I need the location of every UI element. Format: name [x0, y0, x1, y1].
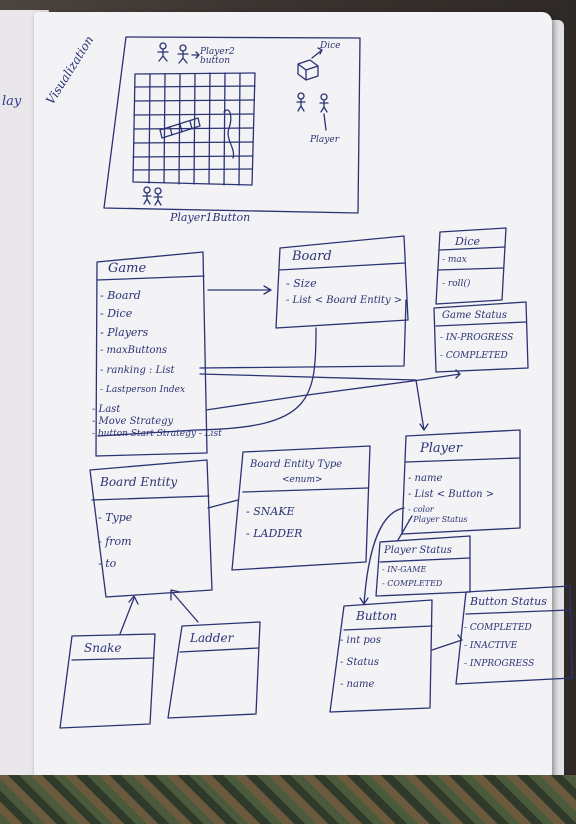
game-field: - Lastperson Index: [100, 385, 186, 395]
snake-title: Snake: [84, 641, 122, 655]
dice-pointer: [311, 47, 323, 59]
fabric-background: [0, 775, 576, 824]
dice-field: - roll(): [442, 279, 471, 289]
button-status-box: [455, 585, 573, 685]
ladder-sketch: [159, 117, 201, 139]
player2-pointer: [191, 51, 200, 59]
button-box: [329, 599, 433, 713]
board-entity-type-box: [231, 445, 371, 571]
visualization-frame: [103, 36, 361, 214]
ladder-title: Ladder: [190, 631, 234, 645]
game-field: - Board: [100, 289, 141, 302]
player-status-title: Player Status: [384, 545, 452, 556]
dice-link: [199, 299, 407, 369]
game-field: - button Start Strategy - List: [92, 429, 222, 439]
previous-page-text: lay: [2, 94, 22, 109]
game-status-title: Game Status: [442, 310, 507, 321]
button-title: Button: [356, 609, 398, 623]
ladder-inherits-arrow: [170, 589, 199, 623]
game-box: [95, 251, 208, 457]
player2-button-label: Player2 button: [200, 47, 235, 66]
ladder-box: [167, 621, 261, 719]
dice-title: Dice: [455, 235, 481, 248]
player-link: [199, 373, 429, 431]
game-field: - maxButtons: [100, 345, 168, 356]
dice-box: [435, 227, 507, 305]
board-entity-type-title: Board Entity Type: [250, 459, 343, 470]
game-title: Game: [108, 261, 147, 276]
button-status-field: - INACTIVE: [464, 641, 518, 651]
board-entity-link: [97, 327, 317, 437]
dice-field: - max: [442, 255, 467, 265]
board-entity-field: - from: [98, 535, 132, 548]
player-field: - name: [408, 473, 443, 484]
button-field: - Status: [340, 657, 379, 668]
player-title: Player: [420, 441, 462, 456]
dice-sketch: [297, 59, 319, 81]
player-box: [401, 429, 521, 535]
snake-inherits-arrow: [119, 595, 139, 635]
button-status-field: - INPROGRESS: [464, 659, 535, 669]
game-field: - ranking : List: [100, 365, 175, 376]
game-field: - Dice: [100, 307, 133, 320]
player-visual-label: Player: [310, 135, 340, 145]
dice-visual-label: Dice: [320, 41, 341, 51]
board-field: - List < Board Entity >: [286, 295, 403, 306]
player-field: - color: [408, 505, 434, 514]
button-status-title: Button Status: [470, 595, 547, 608]
board-entity-type-field: - SNAKE: [246, 505, 295, 518]
game-status-box: [433, 301, 529, 373]
button-field: - int pos: [340, 635, 381, 646]
board-entity-type-link: [207, 499, 239, 509]
board-entity-type-subtitle: <enum>: [282, 475, 323, 485]
board-entity-box: [89, 459, 213, 598]
board-box: [275, 235, 409, 329]
board-entity-title: Board Entity: [100, 475, 178, 489]
button-field: - name: [340, 679, 375, 690]
player-status-field: - COMPLETED: [382, 579, 443, 588]
player-figures-sketch: [142, 42, 329, 206]
game-field: - Move Strategy: [92, 416, 174, 427]
game-board-arrow: [207, 285, 272, 295]
board-entity-field: - to: [98, 557, 117, 570]
game-status-link: [205, 369, 461, 411]
button-status-field: - COMPLETED: [464, 623, 532, 633]
player-button-link: [359, 507, 405, 605]
player-field: - List < Button >: [408, 489, 495, 500]
player-pointer: [323, 113, 327, 131]
board-title: Board: [292, 249, 332, 264]
game-status-field: - COMPLETED: [440, 351, 508, 361]
player-status-field: - IN-GAME: [382, 565, 427, 574]
snake-sketch: [223, 109, 235, 159]
player-status-link: [397, 515, 413, 541]
board-field: - Size: [286, 277, 317, 290]
board-grid-sketch: [132, 72, 256, 186]
player1-button-label: Player1Button: [170, 211, 251, 224]
snake-box: [59, 633, 156, 729]
game-field: - Last: [92, 404, 121, 415]
notebook-page: [34, 12, 552, 790]
board-entity-field: - Type: [98, 511, 133, 524]
board-entity-type-field: - LADDER: [246, 527, 303, 540]
game-field: - Players: [100, 326, 149, 339]
button-status-link: [431, 634, 463, 651]
player-field: - Player Status: [408, 515, 468, 524]
game-status-field: - IN-PROGRESS: [440, 333, 514, 343]
